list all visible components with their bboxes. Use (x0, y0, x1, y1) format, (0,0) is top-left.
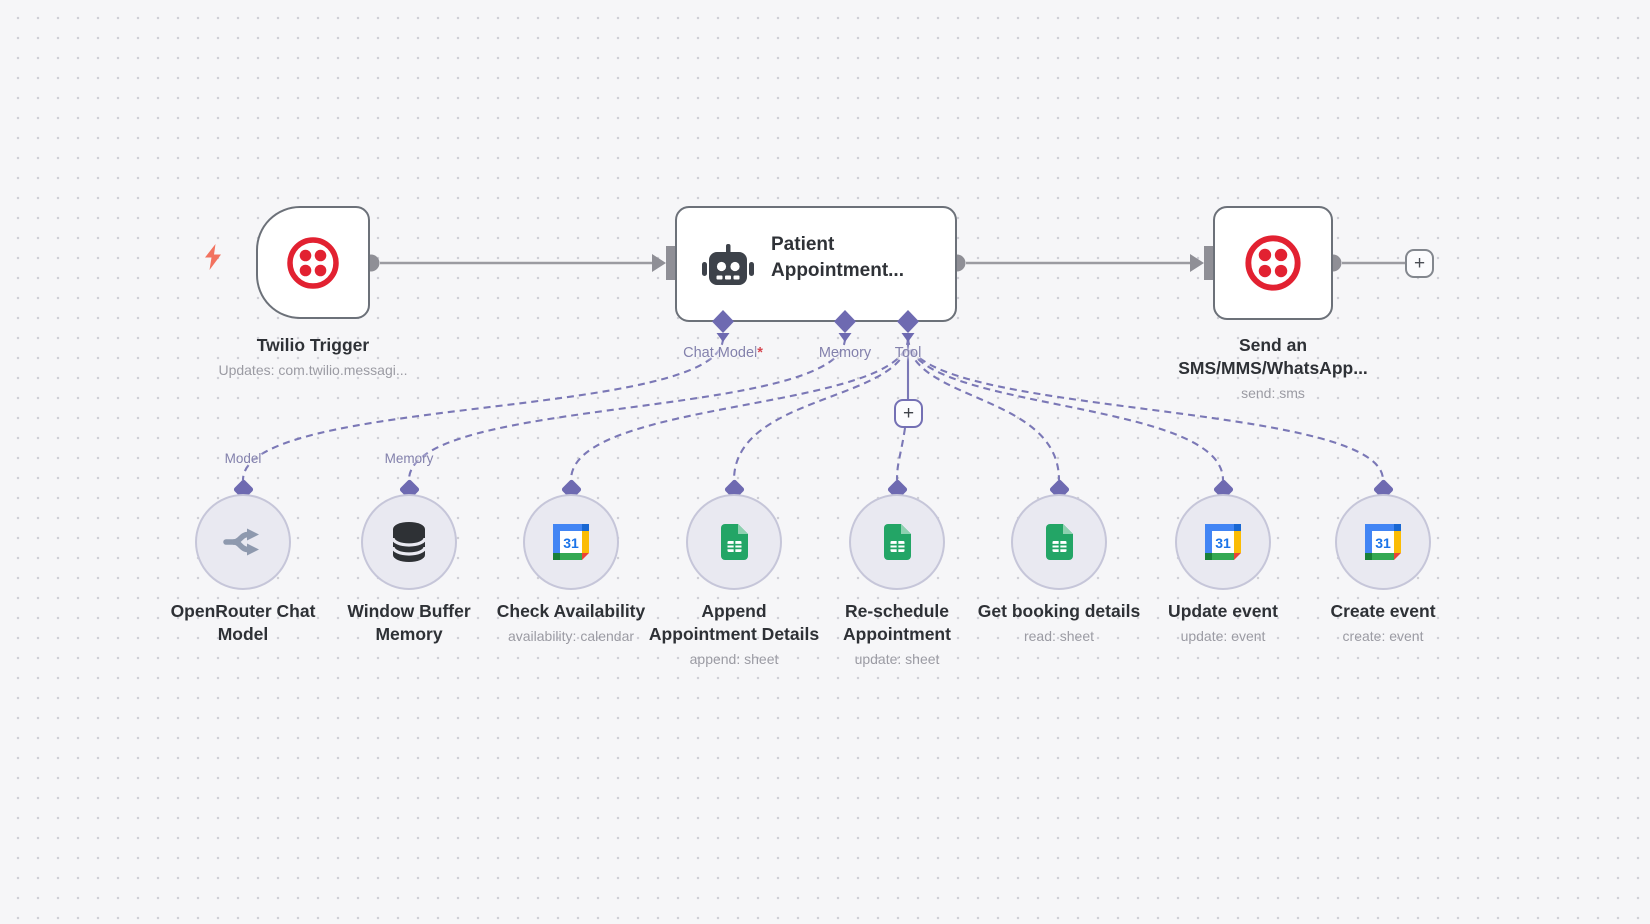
calendar-day-text: 31 (1215, 535, 1231, 551)
openrouter-label: OpenRouter Chat Model (171, 600, 316, 646)
database-icon (391, 522, 427, 562)
input-arrow-send (1190, 254, 1204, 272)
subnode-subtitle: append: sheet (689, 651, 779, 667)
subnode-title: Append (701, 601, 767, 621)
send-sms-title-line2: SMS/MMS/WhatsApp... (1178, 358, 1368, 378)
get-booking-label: Get booking details read: sheet (978, 600, 1140, 648)
subnode-title: Check Availability (496, 601, 646, 621)
add-node-button[interactable]: + (1405, 249, 1434, 278)
twilio-trigger-subtitle: Updates: com.twilio.messagi... (218, 362, 408, 378)
twilio-trigger-title: Twilio Trigger (256, 335, 370, 355)
port-label-tool: Tool (894, 345, 922, 361)
edge-chatmodel-to-openrouter (241, 337, 725, 481)
subnode-append-appointment[interactable] (686, 494, 782, 590)
subnode-title: Window Buffer (347, 601, 471, 621)
calendar-day-text: 31 (1375, 535, 1391, 551)
edge-tool-to-check-availability (569, 337, 910, 481)
subnode-subtitle: update: event (1180, 628, 1266, 644)
send-sms-subtitle: send: sms (1241, 385, 1305, 401)
subnode-subtitle: update: sheet (854, 651, 940, 667)
input-arrow-agent (652, 254, 666, 272)
subnode-title: Model (217, 624, 269, 644)
subnode-subtitle: availability: calendar (507, 628, 635, 644)
edge-tool-to-append (732, 337, 910, 481)
subnode-connection-lines (241, 337, 1385, 481)
google-sheets-icon (883, 524, 911, 560)
subnode-title: Update event (1168, 601, 1278, 621)
input-bar-send (1204, 246, 1213, 280)
subnode-title: OpenRouter Chat (170, 601, 316, 621)
port-label-chat-model: Chat Model* (683, 345, 763, 361)
subnode-openrouter-chat-model[interactable] (195, 494, 291, 590)
subnode-title: Appointment Details (648, 624, 820, 644)
google-calendar-icon: 31 (1205, 524, 1241, 560)
subnode-window-buffer-memory[interactable] (361, 494, 457, 590)
subport-label-model: Model (224, 451, 262, 466)
agent-title: Patient Appointment... (771, 232, 904, 284)
plus-icon: + (902, 403, 915, 424)
subnode-update-event[interactable]: 31 (1175, 494, 1271, 590)
calendar-day-text: 31 (563, 535, 579, 551)
edge-tool-to-get-booking (906, 337, 1061, 481)
subnode-title: Re-schedule (844, 601, 950, 621)
trigger-bolt-icon (205, 244, 221, 270)
edge-tool-to-create-event (906, 337, 1385, 481)
reschedule-label: Re-schedule Appointment update: sheet (843, 600, 951, 671)
port-tool[interactable] (895, 310, 921, 344)
append-appointment-label: Append Appointment Details append: sheet (649, 600, 819, 671)
agent-title-line2: Appointment... (771, 260, 904, 282)
buffer-memory-label: Window Buffer Memory (347, 600, 470, 646)
agent-title-line1: Patient (771, 234, 835, 255)
subport-label-memory: Memory (384, 451, 434, 466)
send-sms-label: Send an SMS/MMS/WhatsApp... send: sms (1178, 334, 1368, 405)
update-event-label: Update event update: event (1168, 600, 1278, 648)
node-send-sms[interactable] (1213, 206, 1333, 320)
port-label-memory: Memory (818, 345, 872, 361)
subnode-title: Appointment (843, 624, 951, 644)
subnode-title: Memory (375, 624, 443, 644)
add-tool-button[interactable]: + (894, 399, 923, 428)
edge-tool-to-reschedule (895, 427, 907, 481)
node-patient-appointment-agent[interactable]: Patient Appointment... (675, 206, 957, 322)
subnode-subtitle: read: sheet (1023, 628, 1095, 644)
chat-model-label-text: Chat Model (683, 345, 758, 361)
twilio-icon (1245, 235, 1301, 291)
google-calendar-icon: 31 (1365, 524, 1401, 560)
send-sms-title-line1: Send an (1238, 335, 1308, 355)
google-calendar-icon: 31 (553, 524, 589, 560)
subnode-get-booking-details[interactable] (1011, 494, 1107, 590)
subnode-create-event[interactable]: 31 (1335, 494, 1431, 590)
google-sheets-icon (1045, 524, 1073, 560)
node-twilio-trigger[interactable] (256, 206, 370, 319)
subnode-subtitle: create: event (1342, 628, 1424, 644)
subnode-reschedule-appointment[interactable] (849, 494, 945, 590)
subnode-check-availability[interactable]: 31 (523, 494, 619, 590)
openrouter-icon (223, 528, 259, 556)
port-chat-model[interactable] (710, 310, 736, 344)
twilio-icon (287, 236, 339, 289)
subnode-title: Get booking details (977, 601, 1141, 621)
twilio-trigger-label: Twilio Trigger Updates: com.twilio.messa… (218, 334, 407, 382)
create-event-label: Create event create: event (1330, 600, 1435, 648)
subnode-title: Create event (1330, 601, 1436, 621)
robot-agent-icon (702, 244, 754, 285)
port-memory[interactable] (832, 310, 858, 344)
chat-model-required-asterisk: * (757, 345, 763, 361)
plus-icon: + (1413, 253, 1426, 274)
input-bar-agent (666, 246, 675, 280)
check-availability-label: Check Availability availability: calenda… (497, 600, 646, 648)
google-sheets-icon (720, 524, 748, 560)
edge-tool-to-update-event (906, 337, 1225, 481)
edge-memory-to-buffer (407, 337, 847, 481)
